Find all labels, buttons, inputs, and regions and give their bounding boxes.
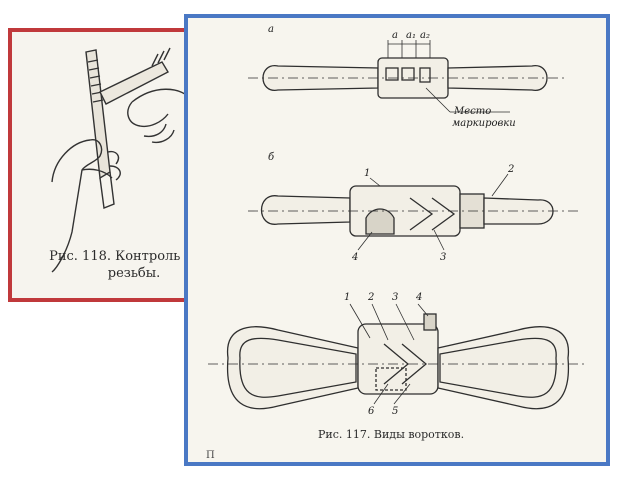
b-label-3: 3 — [440, 252, 446, 263]
b-label-2: 2 — [507, 164, 514, 175]
marking-label-line1: Место — [453, 106, 491, 117]
c-label-6: 6 — [368, 406, 375, 417]
b-label-4: 4 — [351, 252, 358, 263]
bottom-text-fragment: П — [206, 450, 215, 461]
dim-a1-label: a₁ — [406, 30, 416, 41]
subfigure-a-label: а — [268, 24, 274, 35]
c-label-5: 5 — [392, 406, 398, 417]
caption-118-line2: резьбы. — [107, 266, 161, 281]
wrench-drawing-b — [248, 173, 578, 251]
wrench-drawing-a — [248, 40, 568, 113]
wrench-drawing-c — [208, 303, 588, 410]
figure-118-caption: Рис. 118. Контроль шага резьбы. — [34, 248, 234, 282]
thread-pitch-illustration — [51, 47, 221, 273]
figure-117-caption: Рис. 117. Виды воротков. — [318, 428, 465, 441]
marking-label-line2: маркировки — [452, 118, 516, 129]
c-label-3: 3 — [392, 292, 398, 303]
figure-117-panel: а a a₁ a₂ Место маркировки б 1 2 3 4 1 2… — [184, 14, 610, 466]
subfigure-b-label: б — [268, 152, 275, 163]
c-label-1: 1 — [344, 292, 350, 303]
b-label-1: 1 — [364, 168, 370, 179]
c-label-4: 4 — [415, 292, 422, 303]
caption-118-line1: Рис. 118. Контроль шага — [49, 249, 219, 264]
c-label-2: 2 — [367, 292, 374, 303]
dim-a-label: a — [392, 30, 398, 41]
dim-a2-label: a₂ — [420, 30, 430, 41]
tap-wrench-drawings: а a a₁ a₂ Место маркировки б 1 2 3 4 1 2… — [208, 24, 588, 417]
